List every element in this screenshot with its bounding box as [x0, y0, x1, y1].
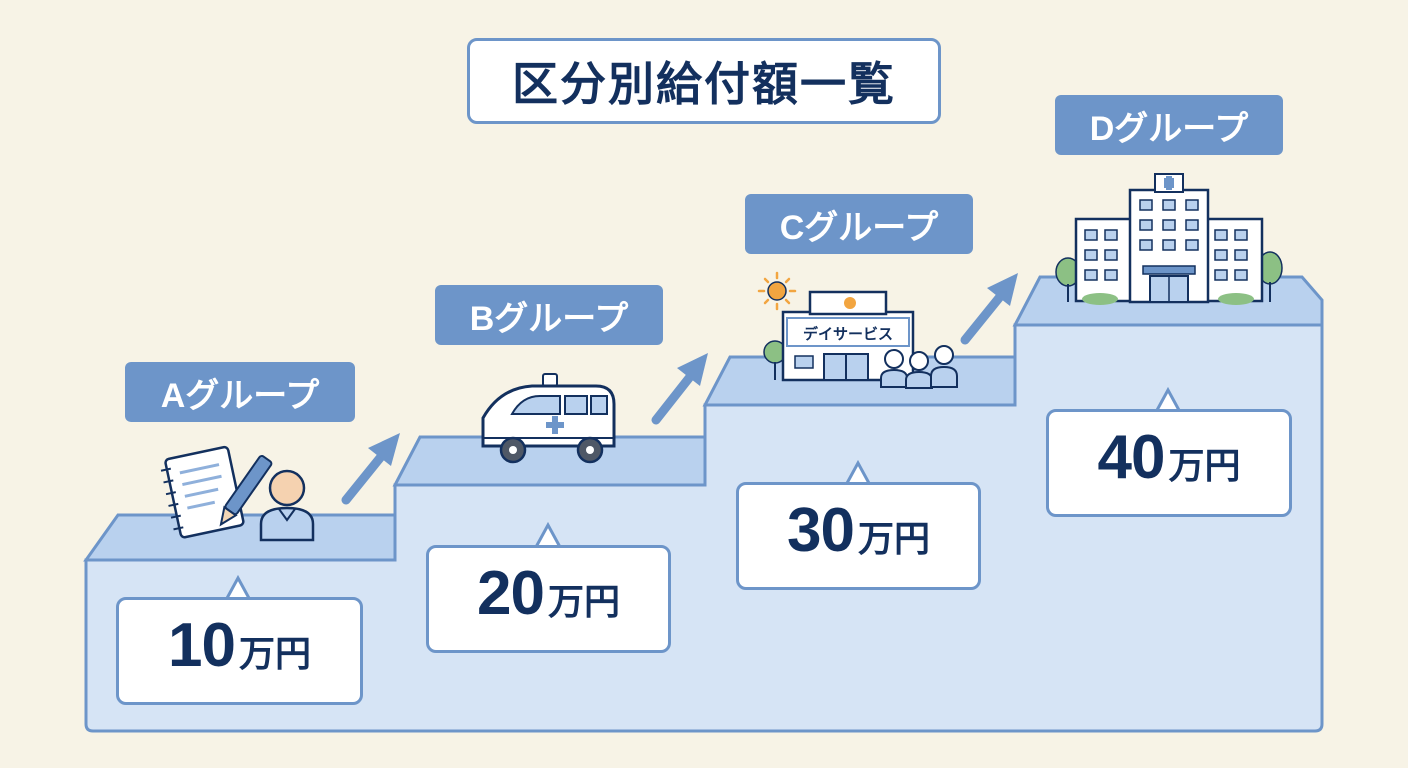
- group-d-amount-unit: 万円: [1168, 446, 1241, 487]
- group-c-label: Cグループ: [745, 194, 973, 254]
- page-title: 区分別給付額一覧: [467, 38, 941, 124]
- group-d-label: Dグループ: [1055, 95, 1283, 155]
- arrow-b-to-c: [651, 353, 708, 425]
- group-b-amount-unit: 万円: [547, 582, 620, 623]
- arrow-a-to-b: [341, 433, 400, 505]
- sun-icon: [757, 271, 797, 311]
- group-c-amount-number: 30: [787, 496, 855, 565]
- ambulance-icon: [481, 373, 616, 464]
- care-plan-icon: [160, 445, 315, 542]
- group-a-amount-number: 10: [168, 611, 236, 680]
- group-d-amount-number: 40: [1097, 423, 1166, 492]
- hospital-icon: [1055, 173, 1283, 305]
- staircase-body: [84, 323, 1324, 733]
- day-service-icon: [757, 271, 958, 389]
- group-a-amount-unit: 万円: [238, 634, 311, 675]
- arrow-c-to-d: [960, 273, 1018, 345]
- group-c-amount-unit: 万円: [857, 519, 930, 560]
- people-icon: [880, 345, 958, 389]
- group-a-label: Aグループ: [125, 362, 355, 422]
- group-b-label: Bグループ: [435, 285, 663, 345]
- group-b-amount-number: 20: [477, 559, 545, 628]
- day-service-sign: デイサービス: [802, 324, 893, 343]
